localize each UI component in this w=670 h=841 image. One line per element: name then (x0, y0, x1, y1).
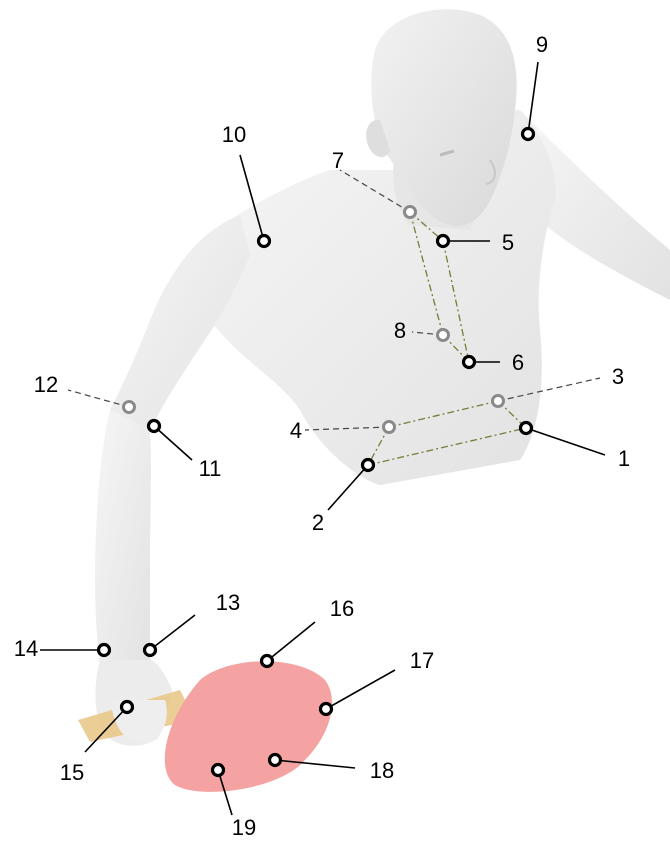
marker-19 (213, 765, 224, 776)
marker-label-19: 19 (232, 815, 256, 840)
left-forearm-shape (95, 410, 151, 668)
marker-label-1: 1 (618, 446, 630, 471)
marker-12 (124, 402, 135, 413)
marker-label-15: 15 (60, 760, 84, 785)
marker-13 (145, 645, 156, 656)
marker-label-18: 18 (370, 758, 394, 783)
marker-label-12: 12 (34, 372, 58, 397)
marker-14 (99, 645, 110, 656)
leader-2 (328, 465, 368, 510)
leader-13 (150, 615, 195, 650)
leader-11 (154, 426, 192, 460)
marker-label-8: 8 (394, 318, 406, 343)
marker-label-11: 11 (199, 456, 222, 481)
leader-1 (526, 428, 605, 455)
marker-label-7: 7 (332, 148, 344, 173)
leader-17 (326, 670, 395, 709)
marker-3 (493, 396, 504, 407)
marker-11 (149, 421, 160, 432)
marker-label-14: 14 (14, 636, 38, 661)
marker-7 (405, 207, 416, 218)
marker-label-17: 17 (410, 648, 434, 673)
marker-16 (262, 656, 273, 667)
marker-6 (464, 357, 475, 368)
marker-label-10: 10 (222, 122, 246, 147)
marker-label-13: 13 (216, 590, 240, 615)
marker-2 (363, 460, 374, 471)
marker-18 (270, 755, 281, 766)
marker-17 (321, 704, 332, 715)
marker-4 (384, 422, 395, 433)
paddle-blade-shape (165, 661, 332, 792)
marker-5 (438, 236, 449, 247)
marker-10 (259, 236, 270, 247)
marker-1 (521, 423, 532, 434)
marker-9 (523, 129, 534, 140)
marker-8 (438, 330, 449, 341)
marker-label-5: 5 (502, 230, 514, 255)
leader-16 (267, 622, 315, 661)
marker-label-9: 9 (536, 32, 548, 57)
marker-label-6: 6 (512, 350, 524, 375)
marker-label-3: 3 (612, 364, 624, 389)
marker-15 (122, 702, 133, 713)
marker-label-16: 16 (330, 596, 354, 621)
marker-label-2: 2 (312, 510, 324, 535)
marker-label-4: 4 (290, 418, 302, 443)
